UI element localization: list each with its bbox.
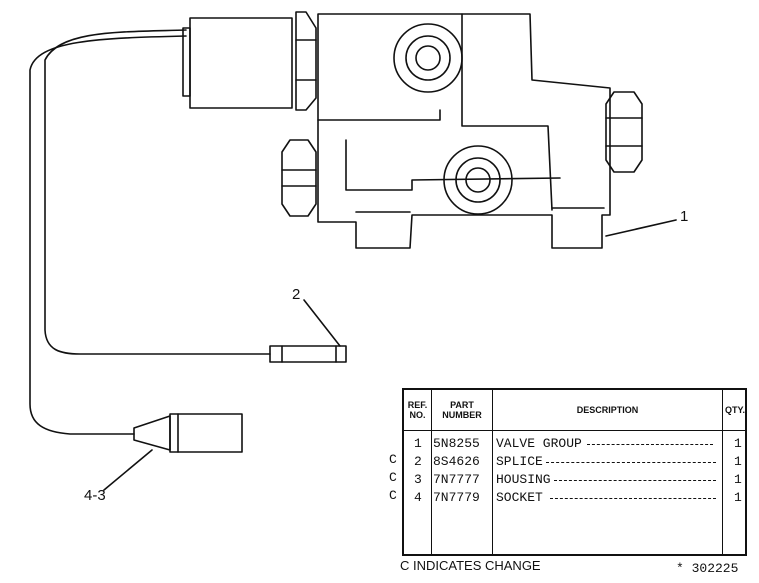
change-note: C INDICATES CHANGE [400, 558, 541, 573]
description: HOUSING [496, 472, 551, 487]
housing [133, 415, 171, 451]
part-number: 5N8255 [433, 436, 480, 451]
ref-no: 3 [414, 472, 422, 487]
splice [269, 345, 347, 363]
wire-to-splice [44, 29, 271, 355]
quantity: 1 [734, 454, 742, 469]
table-row: 1 5N8255 VALVE GROUP 1 [404, 436, 745, 453]
ref-no: 4 [414, 490, 422, 505]
leader-dots [546, 462, 716, 463]
leader-2 [303, 299, 341, 347]
ref-no: 1 [414, 436, 422, 451]
solenoid-nut [295, 11, 317, 111]
quantity: 1 [734, 490, 742, 505]
callout-2: 2 [292, 286, 301, 303]
leader-dots [554, 480, 716, 481]
change-flag-row-4: C [389, 488, 397, 503]
leader-4-3 [103, 449, 153, 491]
header-description: DESCRIPTION [576, 405, 639, 415]
part-number: 7N7777 [433, 472, 480, 487]
part-number: 8S4626 [433, 454, 480, 469]
ref-no: 2 [414, 454, 422, 469]
drawing-number: * 302225 [676, 561, 739, 576]
table-row: 4 7N7779 SOCKET 1 [404, 490, 745, 507]
header-ref-no: REF. NO. [407, 400, 428, 420]
quantity: 1 [734, 472, 742, 487]
callout-4-3: 4-3 [84, 487, 106, 504]
part-number: 7N7779 [433, 490, 480, 505]
description: SPLICE [496, 454, 543, 469]
parts-list-table: REF. NO. PART NUMBER DESCRIPTION QTY. 1 … [402, 388, 747, 556]
left-hex-nut [281, 139, 317, 217]
leader-dots [587, 444, 713, 445]
solenoid-body [189, 17, 293, 109]
description: VALVE GROUP [496, 436, 582, 451]
table-row: 3 7N7777 HOUSING 1 [404, 472, 745, 489]
change-flag-row-2: C [389, 452, 397, 467]
socket [169, 413, 243, 453]
change-flag-row-3: C [389, 470, 397, 485]
upper-port [393, 23, 463, 93]
header-part-number: PART NUMBER [442, 400, 482, 420]
leader-1 [605, 219, 677, 237]
wire-to-housing [29, 35, 187, 435]
quantity: 1 [734, 436, 742, 451]
callout-1: 1 [680, 208, 689, 225]
table-row: 2 8S4626 SPLICE 1 [404, 454, 745, 471]
right-hex-nut [605, 91, 643, 173]
valve-body [317, 13, 611, 249]
lower-port [443, 145, 513, 215]
description: SOCKET [496, 490, 543, 505]
leader-dots [550, 498, 716, 499]
header-qty: QTY. [724, 405, 745, 415]
